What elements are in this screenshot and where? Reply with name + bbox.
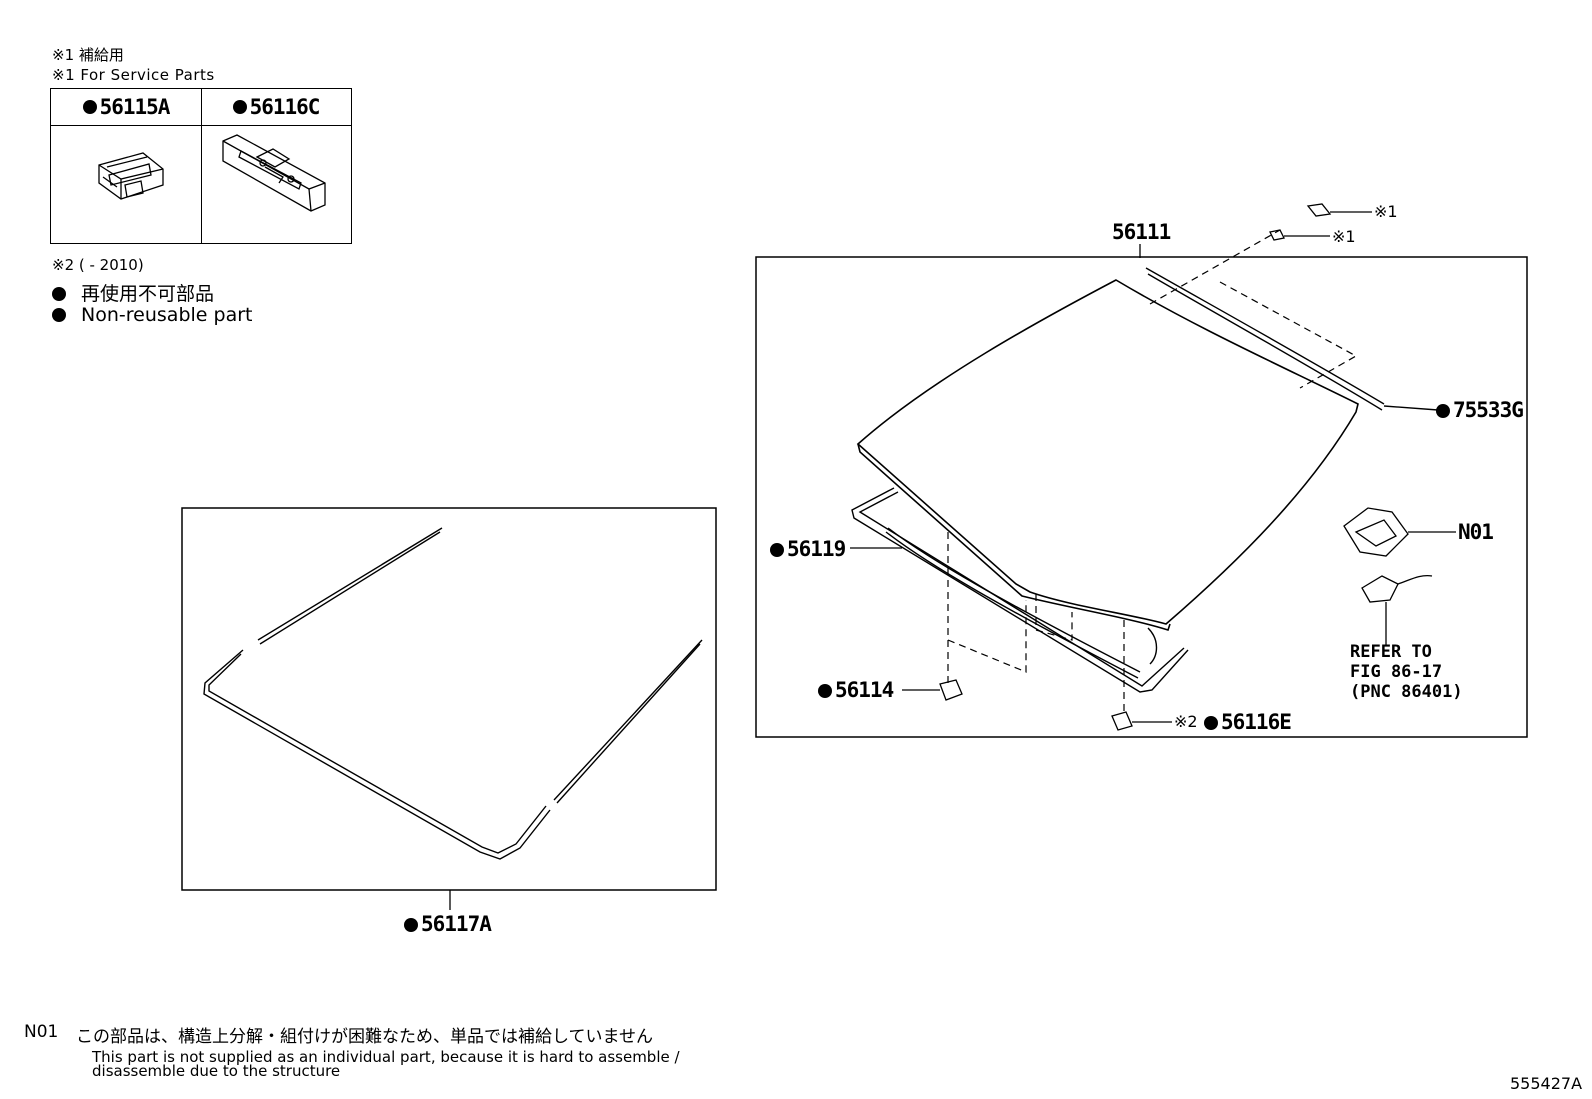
callout-stopper-mark: ※2 — [1174, 712, 1198, 731]
non-reusable-dot-icon — [232, 100, 247, 114]
windshield-glass — [856, 279, 1359, 631]
rain-sensor-part — [1361, 574, 1433, 646]
service-parts-table: 56115A 56116C — [50, 88, 352, 244]
upper-trim-strip — [1145, 267, 1439, 411]
callout-56111: 56111 — [1112, 220, 1171, 244]
service-parts-illustrations — [98, 134, 326, 212]
figure-id: 555427A — [1510, 1074, 1583, 1093]
part-number-label: 56117A — [421, 912, 492, 936]
service-clip-parts — [1269, 203, 1372, 241]
non-reusable-dot-icon — [404, 918, 418, 932]
legend-jp: 再使用不可部品 — [52, 279, 214, 306]
bracket-part-icon — [222, 134, 326, 212]
non-reusable-dot-icon — [1204, 716, 1218, 730]
mirror-bracket — [1343, 507, 1456, 557]
legend-en: Non-reusable part — [52, 304, 252, 326]
refer-line-2: FIG 86-17 — [1350, 662, 1443, 682]
non-reusable-dot-icon — [52, 287, 66, 301]
callout-service-mark-1: ※1 — [1374, 202, 1398, 221]
non-reusable-dot-icon — [52, 308, 66, 322]
stopper-part — [1111, 711, 1172, 731]
part-number-label: 56119 — [787, 537, 846, 561]
table-divider — [201, 89, 202, 243]
service-note-jp: ※1 補給用 — [52, 46, 124, 64]
table-cell-56116C: 56116C — [201, 89, 351, 126]
footnote-en-line-2: disassemble due to the structure — [92, 1062, 341, 1080]
part-number-label: 56116E — [1221, 710, 1292, 734]
non-reusable-dot-icon — [1436, 404, 1450, 418]
part-number-label: 56115A — [99, 95, 171, 119]
part-number-label: 56116C — [249, 95, 321, 119]
callout-56117A: 56117A — [404, 912, 492, 936]
callout-N01: N01 — [1458, 520, 1494, 544]
refer-note: REFER TO FIG 86-17 (PNC 86401) — [1350, 642, 1463, 702]
callout-75533G: 75533G — [1436, 398, 1524, 422]
dashed-guides — [947, 229, 1358, 714]
dam-outline — [851, 487, 1189, 693]
legend-jp-label: 再使用不可部品 — [81, 283, 215, 305]
callout-56114: 56114 — [818, 678, 894, 702]
callout-56119: 56119 — [770, 537, 846, 561]
refer-line-1: REFER TO — [1350, 642, 1432, 662]
part-number-label: 75533G — [1453, 398, 1524, 422]
callout-leaders — [449, 244, 1141, 910]
callout-56116E: 56116E — [1204, 710, 1292, 734]
clip-part-icon — [98, 152, 164, 200]
date-range-note: ※2 ( - 2010) — [52, 256, 144, 274]
non-reusable-dot-icon — [770, 543, 784, 557]
service-note-en: ※1 For Service Parts — [52, 66, 215, 84]
non-reusable-dot-icon — [82, 100, 97, 114]
callout-service-mark-2: ※1 — [1332, 227, 1356, 246]
part-number-label: 56114 — [835, 678, 894, 702]
non-reusable-dot-icon — [818, 684, 832, 698]
spacer-part — [902, 679, 963, 701]
legend-en-label: Non-reusable part — [81, 304, 253, 326]
footnote-jp: この部品は、構造上分解・組付けが困難なため、単品では補給していません — [76, 1027, 653, 1047]
refer-line-3: (PNC 86401) — [1350, 682, 1463, 702]
footnote-code: N01 — [24, 1022, 59, 1042]
molding-outline — [203, 527, 703, 860]
molding-frame — [181, 507, 717, 891]
table-cell-56115A: 56115A — [51, 89, 201, 126]
footnote-en-line-1: This part is not supplied as an individu… — [92, 1048, 680, 1066]
windshield-frame — [755, 256, 1528, 738]
